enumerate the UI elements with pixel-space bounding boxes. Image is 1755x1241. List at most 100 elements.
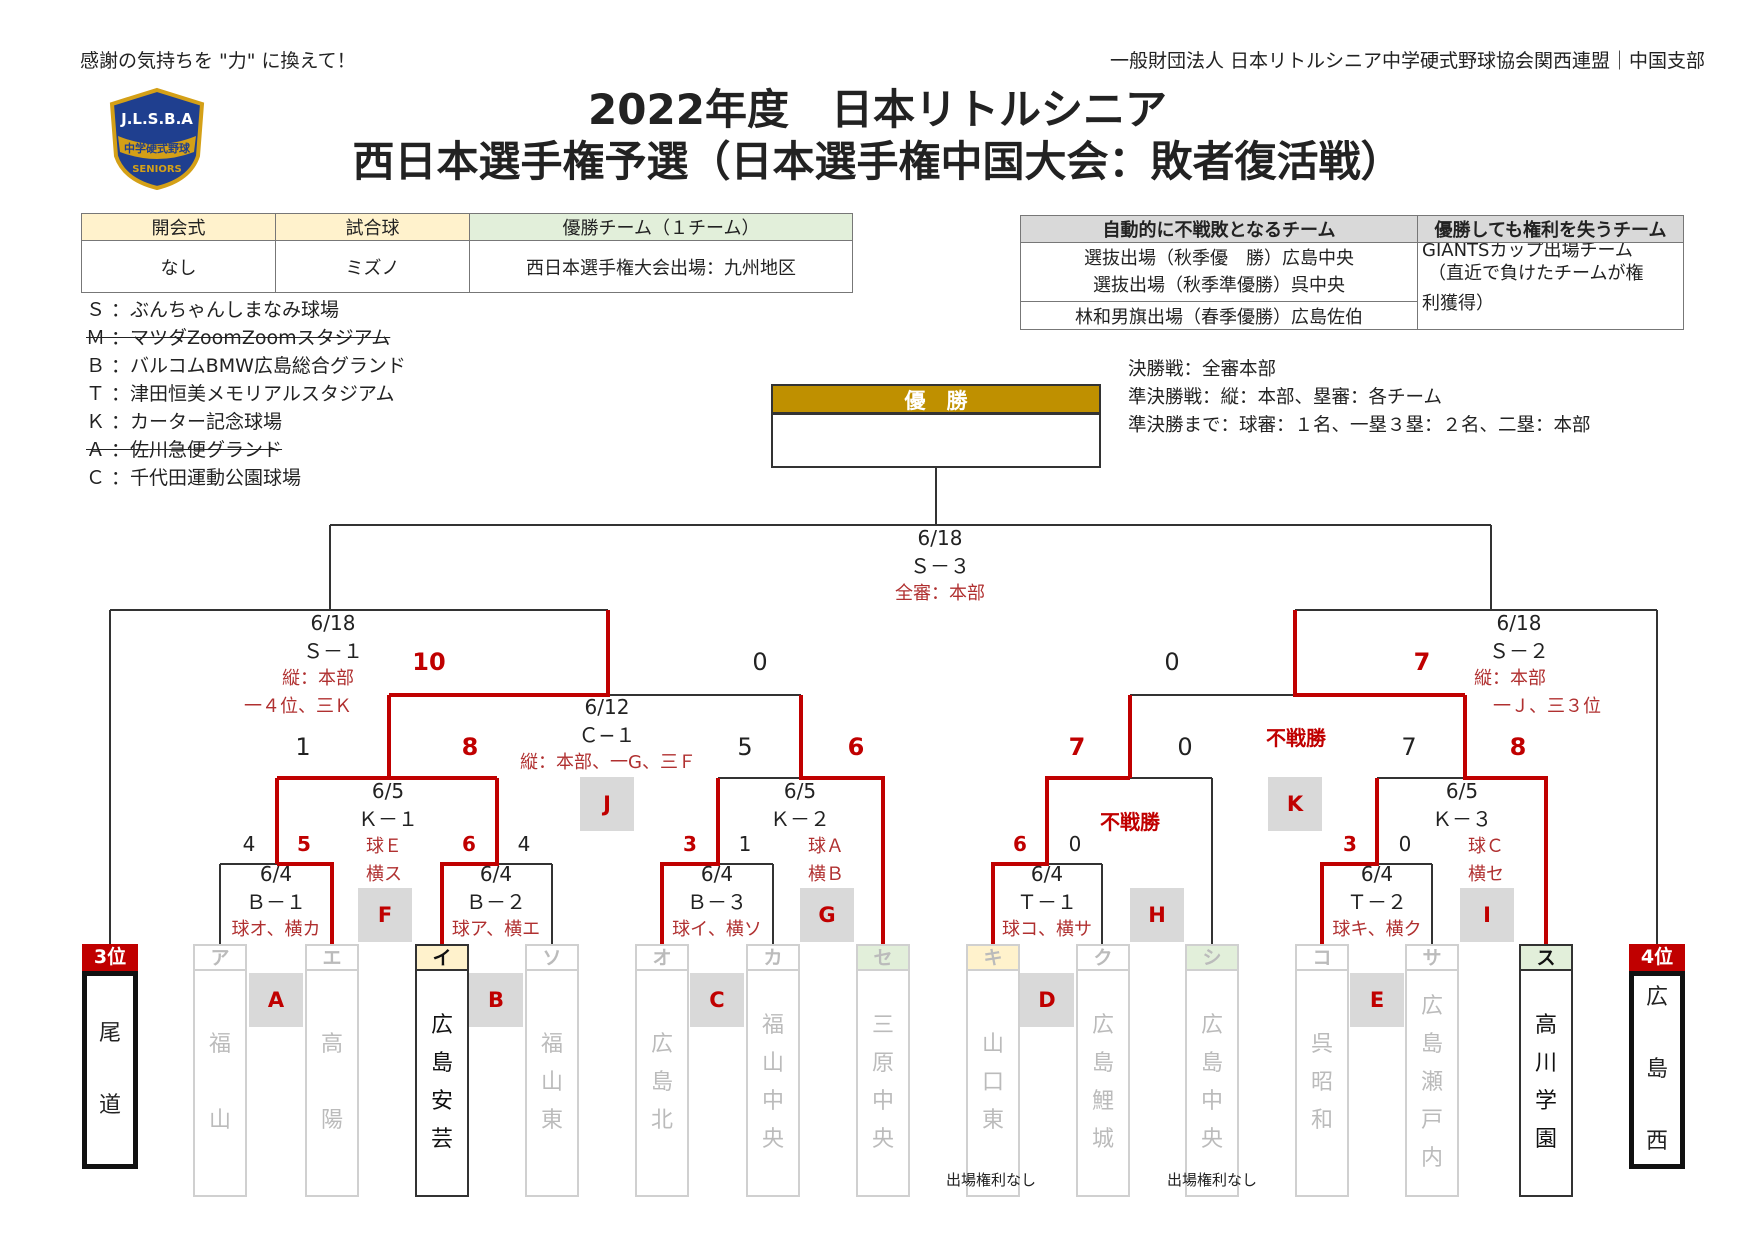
team-key: カ [746,944,800,971]
team-name-char: 瀬 [1420,1070,1443,1095]
team-key: イ [415,944,469,971]
e2-win [799,695,885,944]
sf-right-score-right: 7 [1413,648,1431,676]
sf-right-umpire2: 一Ｊ、三３位 [1493,696,1601,717]
j-game-score-left: 8 [461,733,479,761]
a-date: 6/4 [259,862,293,886]
d-date: 6/4 [1030,862,1064,886]
team-name-char: 戸 [1420,1108,1443,1133]
c-score-right: 1 [738,832,752,856]
rank3-team: 尾 道 [82,971,138,1169]
team-name: 三原中央 [856,971,910,1197]
game-box-d: D [1020,973,1074,1027]
team-name-char: 島 [650,1070,673,1095]
e4-umpire2: 横セ [1468,864,1504,885]
e1-date: 6/5 [371,779,405,803]
forfeit-left-row: 林和男旗出場（春季優勝）広島佐伯 [1020,301,1418,330]
game-box-e: E [1350,973,1404,1027]
d-win [991,776,1130,944]
j-game-date: 6/12 [584,695,630,719]
umpire-notes: 決勝戦：全審本部 準決勝戦：縦：本部、塁審：各チーム 準決勝まで：球審：１名、一… [1128,356,1591,440]
e4-date: 6/5 [1445,779,1479,803]
forfeit-header-left: 自動的に不戦敗となるチーム [1020,215,1418,243]
c-date: 6/4 [700,862,734,886]
team-name: 広島鯉城 [1076,971,1130,1197]
team-key: ソ [525,944,579,971]
d-venue: Ｔ－１ [1017,890,1077,914]
d-score-left: 6 [1013,832,1027,856]
d-score-right: 0 [1068,832,1082,856]
e2-umpire1: 球Ａ [808,836,844,857]
c-umpire: 球イ、横ソ [672,919,762,940]
team-name: 広島瀬戸内 [1405,971,1459,1197]
sf-left-win [389,610,610,697]
slogan: 感謝の気持ちを "力" に換えて！ [80,50,356,72]
rank4-team: 広 島 西 [1629,971,1685,1169]
sf-left-score-right: 0 [752,648,768,676]
team-name-char: 山 [761,1051,784,1076]
champion-box [771,413,1101,468]
team-name: 広島安芸 [415,971,469,1197]
qf-left-score: 1 [295,733,311,761]
e1-venue: Ｋ－１ [358,807,418,831]
rank4-team-char: 西 [1645,1129,1668,1154]
team-name-char: 福 [761,1013,784,1038]
info-header-ball: 試合球 [275,213,470,241]
d-umpire: 球コ、横サ [1002,919,1092,940]
game-box-h: H [1130,888,1184,942]
team-name: 広島中央 [1185,971,1239,1197]
sf-right-venue: Ｓ－２ [1489,639,1549,663]
e2-umpire2: 横Ｂ [808,864,844,885]
e2-score-win: 6 [847,733,865,761]
ql-bywin-label: 不戦勝 [1100,810,1160,834]
team-name-char: 広 [1420,994,1443,1019]
j-game-score-right: 5 [737,733,753,761]
team-name-char: 園 [1534,1127,1557,1152]
sf-left-umpire2: 一４位、三Ｋ [244,696,352,717]
c-score-left: 3 [683,832,697,856]
e-win [1320,778,1379,944]
team-name-char: 昭 [1310,1070,1333,1095]
team-key: ク [1076,944,1130,971]
forfeit-right-cell: GIANTSカップ出場チーム （直近で負けたチームが権 利獲得） [1417,242,1684,330]
rank3-team-char: 道 [98,1093,121,1118]
venue-item: Ｂ ：バルコムBMW広島総合グランド [86,355,406,377]
forfeit-right-row: （直近で負けたチームが権 [1428,263,1644,284]
team-name-char: 山 [208,1108,231,1133]
league-logo-icon: J.L.S.B.A 中学硬式野球 SENIORS [109,87,205,191]
b-date: 6/4 [479,862,513,886]
team-name: 高川学園 [1519,971,1573,1197]
sf-right-date: 6/18 [1496,611,1542,635]
info-header-opening: 開会式 [81,213,276,241]
team-name: 福山中央 [746,971,800,1197]
venue-item: Ｓ ：ぶんちゃんしまなみ球場 [86,299,340,321]
ql-score-left: 7 [1068,733,1086,761]
c-win [660,778,720,944]
team-name-char: 城 [1091,1127,1114,1152]
sf-left-score-left: 10 [412,648,446,676]
forfeit-table: 自動的に不戦敗となるチーム 優勝しても権利を失うチーム 選抜出場（秋季優 勝）広… [1020,215,1684,330]
bracket-winner-lines [275,610,1548,944]
final-venue: Ｓ－３ [910,554,970,578]
team-name-char: 山 [981,1032,1004,1057]
team-name-char: 高 [1534,1013,1557,1038]
team-name-char: 島 [1420,1032,1443,1057]
sf-left-venue: Ｓ－１ [303,639,363,663]
team-name-char: 内 [1420,1146,1443,1171]
final-umpire: 全審：本部 [895,583,985,604]
e4-umpire1: 球Ｃ [1468,836,1504,857]
b-umpire: 球ア、横エ [451,919,541,940]
team-name-char: 原 [871,1051,894,1076]
note-line: 準決勝まで：球審：１名、一塁３塁：２名、二塁：本部 [1128,415,1591,436]
info-value-winner: 西日本選手権大会出場：九州地区 [469,240,853,293]
team-name: 福山東 [525,971,579,1197]
sf-right-umpire1: 縦：本部 [1474,668,1546,689]
qrr-score-right: 8 [1509,733,1527,761]
team-name-char: 島 [430,1051,453,1076]
no-right-label: 出場権利なし [945,1171,1037,1189]
ql-score-right: 0 [1177,733,1193,761]
page-title-line1: 2022年度 日本リトルシニア [588,85,1167,134]
team-name-char: 央 [871,1127,894,1152]
a-umpire: 球オ、横カ [231,919,321,940]
team-name-char: 三 [871,1013,894,1038]
